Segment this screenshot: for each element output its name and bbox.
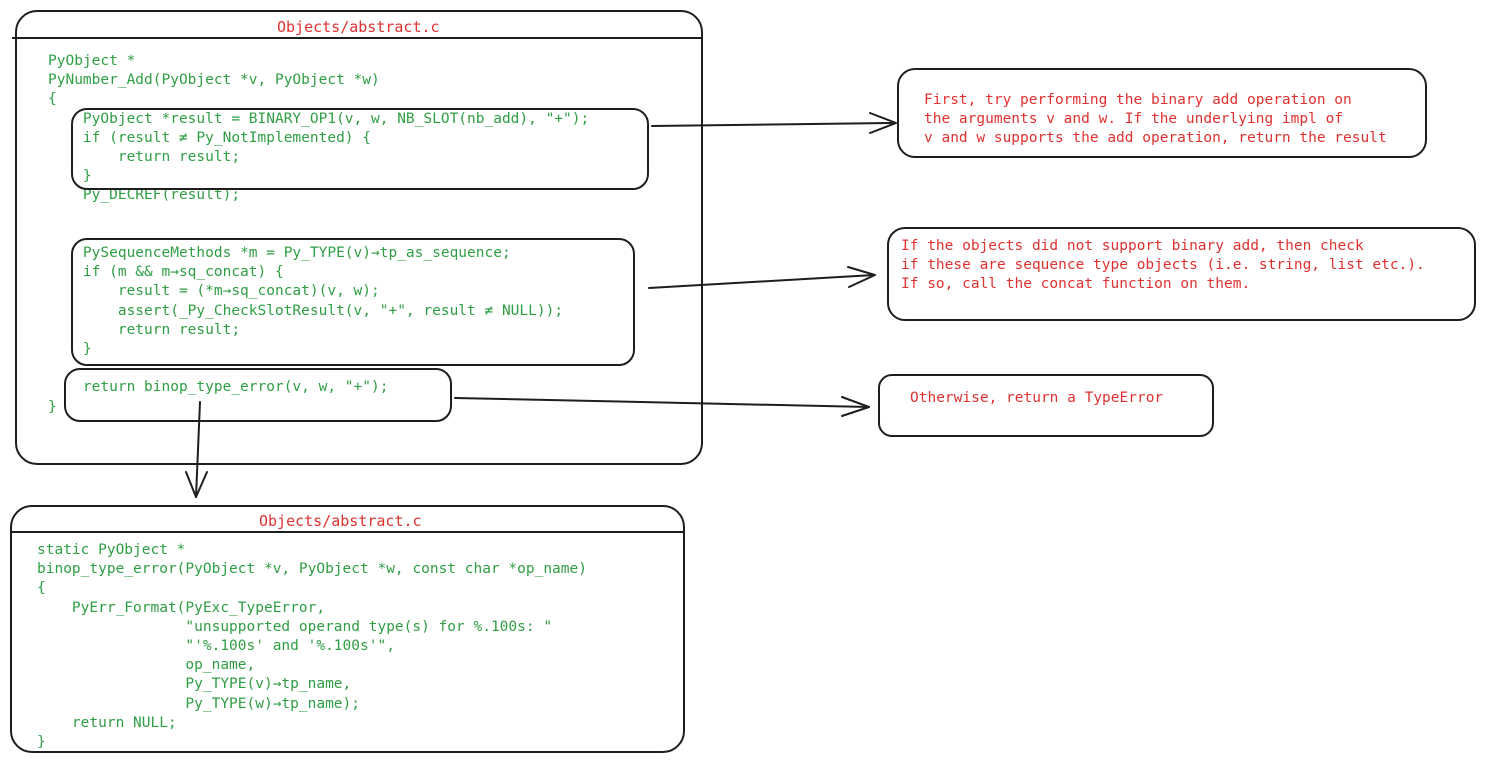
- binary-add-note: First, try performing the binary add ope…: [924, 92, 1387, 147]
- top-panel-title-divider: [12, 37, 703, 39]
- arrow-to-sequence-note: [648, 274, 875, 289]
- arrow-to-binary-add-note: [651, 122, 896, 127]
- binary-op-highlight: [71, 108, 649, 190]
- bottom-panel-code: static PyObject * binop_type_error(PyObj…: [37, 542, 587, 751]
- type-error-return-highlight: [64, 368, 452, 422]
- bottom-panel-title: Objects/abstract.c: [259, 512, 422, 530]
- bottom-code-panel: [10, 505, 685, 753]
- binary-add-note-box: [897, 68, 1427, 158]
- top-panel-title: Objects/abstract.c: [277, 18, 440, 36]
- sequence-concat-note-box: [887, 227, 1476, 321]
- arrow-to-type-error-note: [454, 397, 870, 408]
- sequence-concat-highlight: [71, 238, 635, 366]
- bottom-panel-title-divider: [10, 531, 685, 533]
- top-code-panel: [15, 10, 703, 465]
- type-error-note: Otherwise, return a TypeError: [910, 390, 1164, 406]
- arrow-to-binop-type-error: [195, 401, 201, 498]
- sequence-concat-note: If the objects did not support binary ad…: [901, 238, 1425, 293]
- top-panel-code: PyObject * PyNumber_Add(PyObject *v, PyO…: [48, 53, 590, 415]
- type-error-note-box: [878, 374, 1214, 437]
